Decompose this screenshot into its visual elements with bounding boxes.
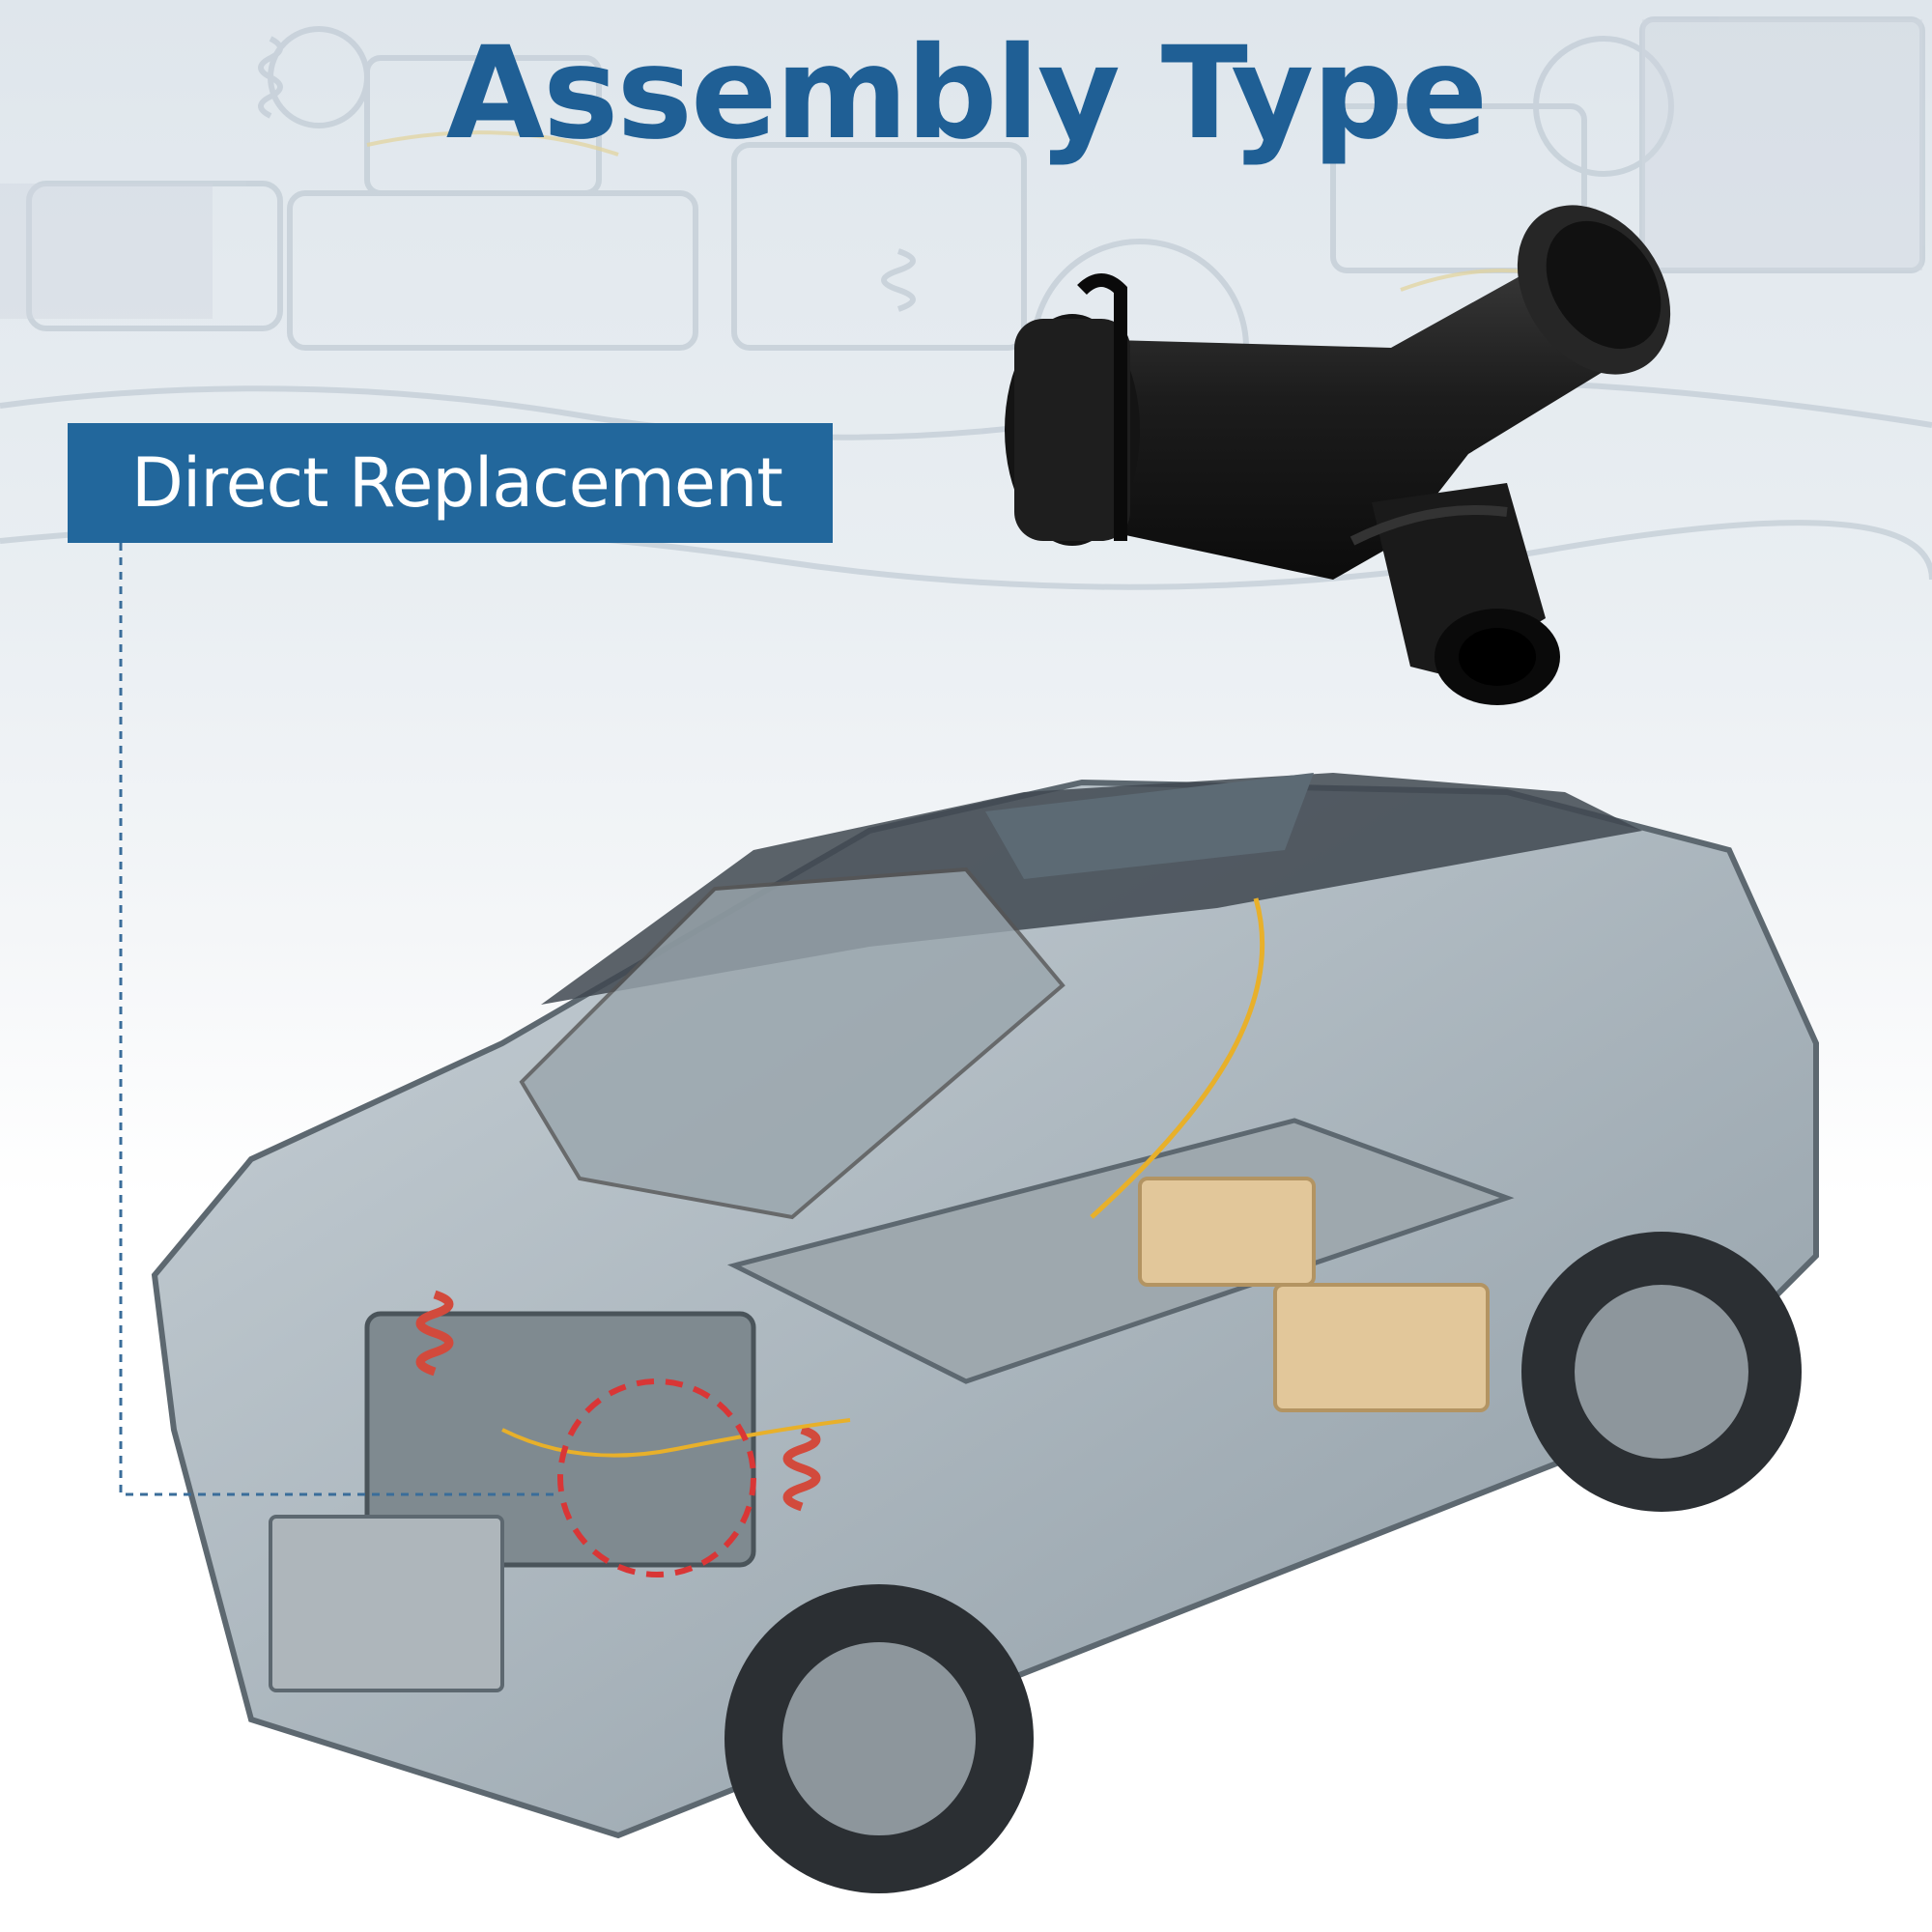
- badge-label: Direct Replacement: [131, 443, 783, 523]
- direct-replacement-badge: Direct Replacement: [68, 423, 833, 543]
- page-title: Assembly Type: [445, 19, 1489, 168]
- highlight-circle: [557, 1378, 756, 1577]
